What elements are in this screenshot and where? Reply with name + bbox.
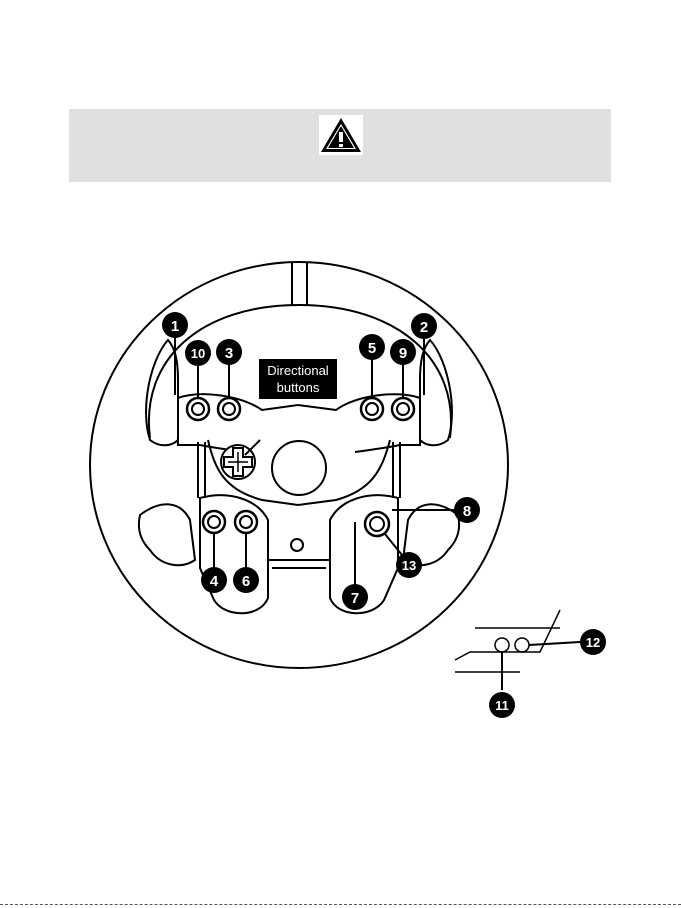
svg-text:10: 10 <box>191 346 205 361</box>
button-9 <box>392 398 414 420</box>
svg-text:8: 8 <box>463 503 471 520</box>
callout-3: 3 <box>216 339 242 365</box>
directional-label-line2: buttons <box>277 380 320 395</box>
callout-4: 4 <box>201 567 227 593</box>
svg-text:1: 1 <box>171 318 179 335</box>
callout-13: 13 <box>396 552 422 578</box>
svg-text:4: 4 <box>210 573 219 590</box>
callout-5: 5 <box>359 334 385 360</box>
callout-1: 1 <box>162 312 188 338</box>
svg-text:13: 13 <box>402 558 416 573</box>
leader-lines <box>175 326 580 690</box>
svg-text:6: 6 <box>242 573 250 590</box>
callout-12: 12 <box>580 629 606 655</box>
callout-6: 6 <box>233 567 259 593</box>
svg-text:5: 5 <box>368 340 376 357</box>
button-6 <box>235 511 257 533</box>
callout-9: 9 <box>390 339 416 365</box>
page-bottom-rule <box>0 904 681 905</box>
svg-text:12: 12 <box>586 635 600 650</box>
wheel-upper-frame <box>178 394 420 452</box>
button-13 <box>365 512 389 536</box>
side-detail <box>455 610 560 672</box>
svg-text:7: 7 <box>351 590 359 607</box>
wheel-rim <box>90 262 508 668</box>
paddle-left <box>146 340 178 445</box>
svg-text:9: 9 <box>399 345 407 362</box>
callout-10: 10 <box>185 340 211 366</box>
button-10 <box>187 398 209 420</box>
svg-text:2: 2 <box>420 319 428 336</box>
svg-text:11: 11 <box>495 698 509 713</box>
callout-8: 8 <box>454 497 480 523</box>
callout-7: 7 <box>342 584 368 610</box>
svg-text:3: 3 <box>225 345 233 362</box>
callout-11: 11 <box>489 692 515 718</box>
button-3 <box>218 398 240 420</box>
button-5 <box>361 398 383 420</box>
button-4 <box>203 511 225 533</box>
directional-label-line1: Directional <box>267 363 329 378</box>
callout-2: 2 <box>411 313 437 339</box>
directional-buttons-label: Directional buttons <box>259 359 337 399</box>
